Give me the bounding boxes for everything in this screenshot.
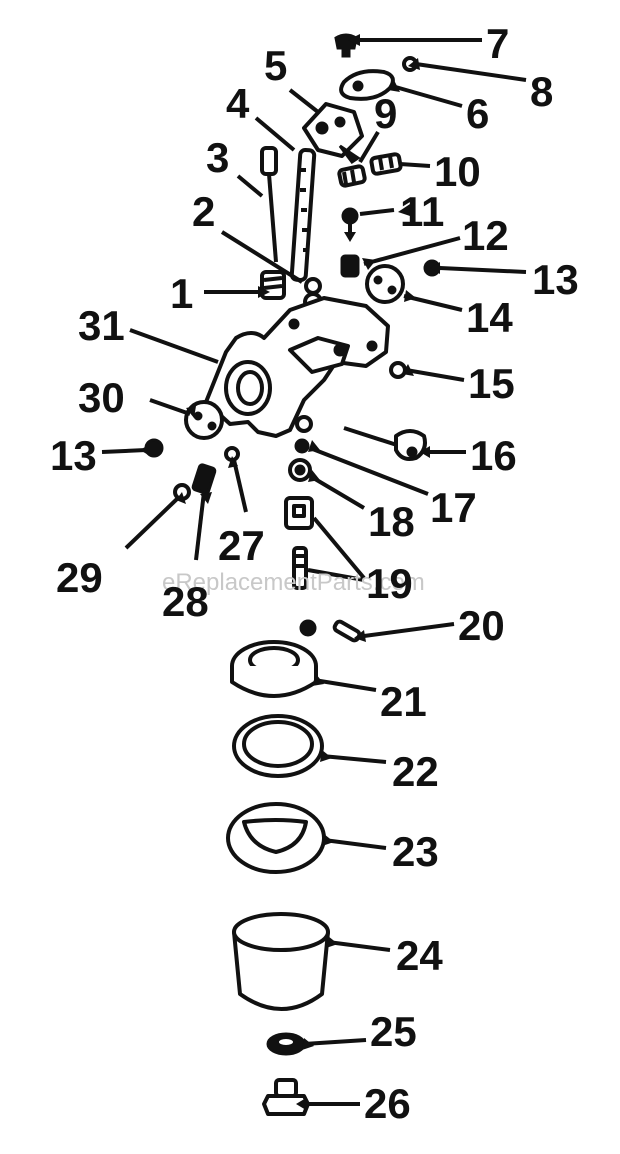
part-28-spring xyxy=(191,463,217,495)
label-16: 16 xyxy=(470,432,517,479)
label-4: 4 xyxy=(226,80,250,127)
label-11: 11 xyxy=(400,188,444,235)
label-30: 30 xyxy=(78,374,125,421)
part-5-bracket xyxy=(302,102,364,165)
label-7: 7 xyxy=(486,20,509,67)
label-23: 23 xyxy=(392,828,439,875)
part-14-cover xyxy=(365,264,405,304)
part-11-plug xyxy=(341,207,359,242)
label-31: 31 xyxy=(78,302,125,349)
arrowheads xyxy=(140,34,440,1110)
label-13-right: 13 xyxy=(532,256,579,303)
label-14: 14 xyxy=(466,294,513,341)
part-18-washer xyxy=(288,458,312,482)
leader-lines xyxy=(101,38,527,1106)
part-9-spring xyxy=(337,164,367,188)
part-4-rod xyxy=(289,148,317,282)
part-15-ball xyxy=(389,361,407,379)
label-1: 1 xyxy=(170,270,193,317)
part-21-float xyxy=(230,619,318,698)
label-2: 2 xyxy=(192,188,215,235)
label-12: 12 xyxy=(462,212,509,259)
part-16-lever xyxy=(343,426,427,461)
part-7-screw xyxy=(334,33,358,58)
part-22-gasket-ring xyxy=(232,714,324,778)
part-26-bowl-nut xyxy=(262,1078,310,1116)
label-13-left: 13 xyxy=(50,432,97,479)
part-12-jet xyxy=(340,254,360,278)
label-24: 24 xyxy=(396,932,443,979)
part-17-ball xyxy=(294,438,310,454)
label-6: 6 xyxy=(466,90,489,137)
label-20: 20 xyxy=(458,602,505,649)
label-15: 15 xyxy=(468,360,515,407)
label-26: 26 xyxy=(364,1080,411,1127)
part-25-washer xyxy=(266,1032,306,1056)
part-23-bowl-seal xyxy=(226,802,326,874)
label-19: 19 xyxy=(366,560,413,607)
part-3-shaft xyxy=(260,146,278,263)
label-29: 29 xyxy=(56,554,103,601)
part-24-float-bowl xyxy=(232,912,330,1011)
label-28: 28 xyxy=(162,578,209,625)
callout-labels: 7 8 6 5 4 9 10 3 11 2 12 13 1 14 31 15 3… xyxy=(50,20,579,1127)
part-31-carburetor-body xyxy=(204,296,390,438)
label-8: 8 xyxy=(530,68,553,115)
label-27: 27 xyxy=(218,522,265,569)
label-25: 25 xyxy=(370,1008,417,1055)
label-10: 10 xyxy=(434,148,481,195)
label-21: 21 xyxy=(380,678,427,725)
label-5: 5 xyxy=(264,42,287,89)
label-3: 3 xyxy=(206,134,229,181)
part-6-link xyxy=(339,69,395,101)
part-19-nozzle xyxy=(284,496,314,590)
label-17: 17 xyxy=(430,484,477,531)
label-18: 18 xyxy=(368,498,415,545)
label-9: 9 xyxy=(374,90,397,137)
watermark-text: eReplacementParts.com xyxy=(162,569,425,596)
part-10-needle xyxy=(369,152,403,176)
label-22: 22 xyxy=(392,748,439,795)
